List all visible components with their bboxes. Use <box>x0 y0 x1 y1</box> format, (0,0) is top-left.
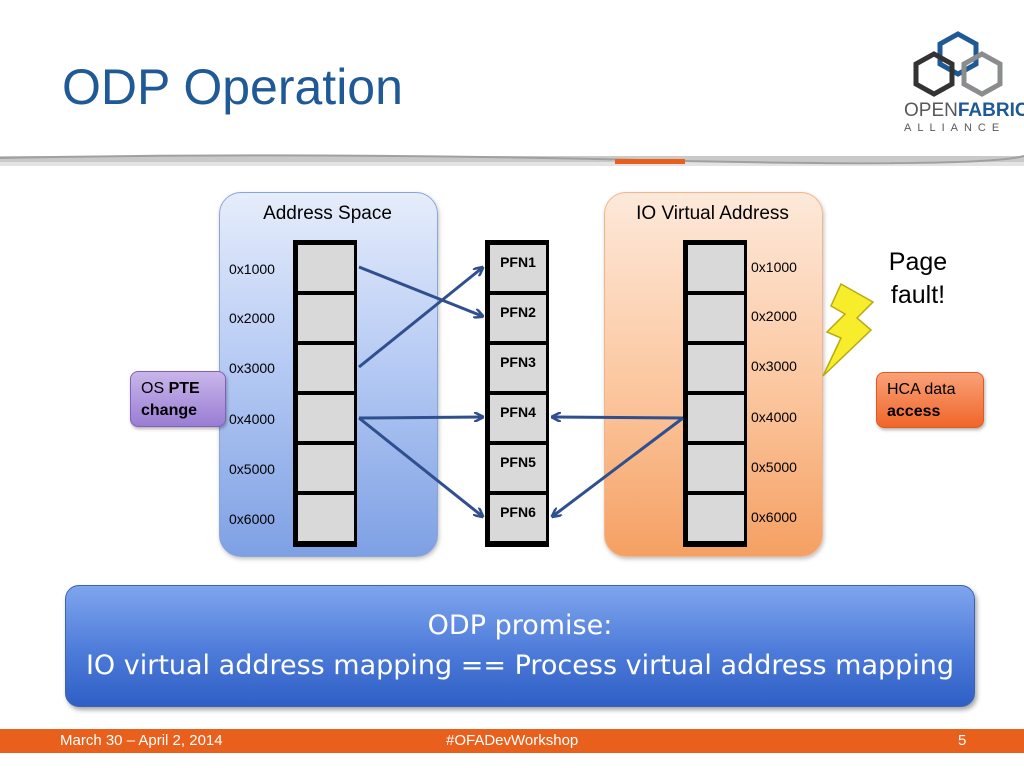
slide-number: 5 <box>958 732 967 749</box>
iova-page-6 <box>688 495 744 541</box>
iova-page-1 <box>688 245 744 291</box>
openfabrics-logo: OPENFABRICS ALLIANCE <box>898 30 1024 140</box>
as-address-label: 0x1000 <box>229 261 275 277</box>
iova-address-label: 0x2000 <box>751 308 797 324</box>
address-space-page-3 <box>298 345 354 391</box>
as-address-label: 0x6000 <box>229 511 275 527</box>
logo-open-text: OPEN <box>904 100 958 121</box>
odp-promise-box: ODP promise: IO virtual address mapping … <box>65 585 975 707</box>
pfn-cell: PFN4 <box>490 395 546 441</box>
pfn-cell: PFN5 <box>490 445 546 491</box>
as-address-label: 0x3000 <box>229 360 275 376</box>
arrow-as4-to-pfn4 <box>358 417 482 418</box>
hca-data-access-callout: HCA data access <box>876 372 984 428</box>
change-label: change <box>141 402 198 419</box>
iova-address-label: 0x6000 <box>751 509 797 525</box>
as-address-label: 0x2000 <box>229 310 275 326</box>
logo-alliance-text: ALLIANCE <box>904 122 1006 134</box>
iova-page-2 <box>688 295 744 341</box>
pfn-cell: PFN3 <box>490 345 546 391</box>
slide-title: ODP Operation <box>62 59 403 115</box>
pfn-cell: PFN2 <box>490 295 546 341</box>
hexagon-logo-icon <box>913 31 1003 97</box>
address-space-page-4 <box>298 395 354 441</box>
iova-page-4 <box>688 395 744 441</box>
pfn-column: PFN1 PFN2 PFN3 PFN4 PFN5 PFN6 <box>485 240 549 547</box>
as-address-label: 0x5000 <box>229 461 275 477</box>
header-divider <box>0 154 1024 166</box>
os-label: OS <box>141 380 169 397</box>
lightning-icon <box>822 282 875 377</box>
hca-data-label: HCA data <box>887 381 956 398</box>
logo-fabrics-text: FABRICS <box>957 100 1024 121</box>
footer-bar: March 30 – April 2, 2014 #OFADevWorkshop… <box>0 729 1024 753</box>
io-virtual-address-title: IO Virtual Address <box>636 203 789 224</box>
arrow-iova4-to-pfn4 <box>553 417 684 418</box>
pte-label: PTE <box>168 380 200 397</box>
arrow-as4-to-pfn6 <box>358 416 482 516</box>
footer-date: March 30 – April 2, 2014 <box>60 732 223 749</box>
address-space-page-1 <box>298 245 354 291</box>
pfn-cell: PFN6 <box>490 495 546 541</box>
promise-line-1: ODP promise: <box>427 610 613 641</box>
page-fault-line-2: fault! <box>890 281 946 309</box>
arrow-as3-to-pfn1 <box>358 268 482 369</box>
iova-address-label: 0x5000 <box>751 459 797 475</box>
as-address-label: 0x4000 <box>229 411 275 427</box>
io-virtual-address-column <box>683 240 747 547</box>
iova-address-label: 0x1000 <box>751 259 797 275</box>
address-space-page-2 <box>298 295 354 341</box>
pfn-cell: PFN1 <box>490 245 546 291</box>
os-pte-change-callout: OS PTE change <box>130 371 226 427</box>
address-space-column <box>293 240 357 547</box>
address-space-title: Address Space <box>263 203 392 224</box>
page-fault-line-1: Page <box>888 248 948 276</box>
page-fault-label: Page fault! <box>876 246 960 312</box>
footer-hashtag: #OFADevWorkshop <box>446 732 579 749</box>
access-label: access <box>887 403 941 420</box>
iova-address-label: 0x3000 <box>751 358 797 374</box>
address-space-page-6 <box>298 495 354 541</box>
address-space-page-5 <box>298 445 354 491</box>
iova-address-label: 0x4000 <box>751 409 797 425</box>
iova-page-3 <box>688 345 744 391</box>
promise-line-2: IO virtual address mapping == Process vi… <box>85 650 955 681</box>
arrow-iova4-to-pfn6 <box>553 416 684 516</box>
arrow-as1-to-pfn2 <box>358 265 482 316</box>
iova-page-5 <box>688 445 744 491</box>
